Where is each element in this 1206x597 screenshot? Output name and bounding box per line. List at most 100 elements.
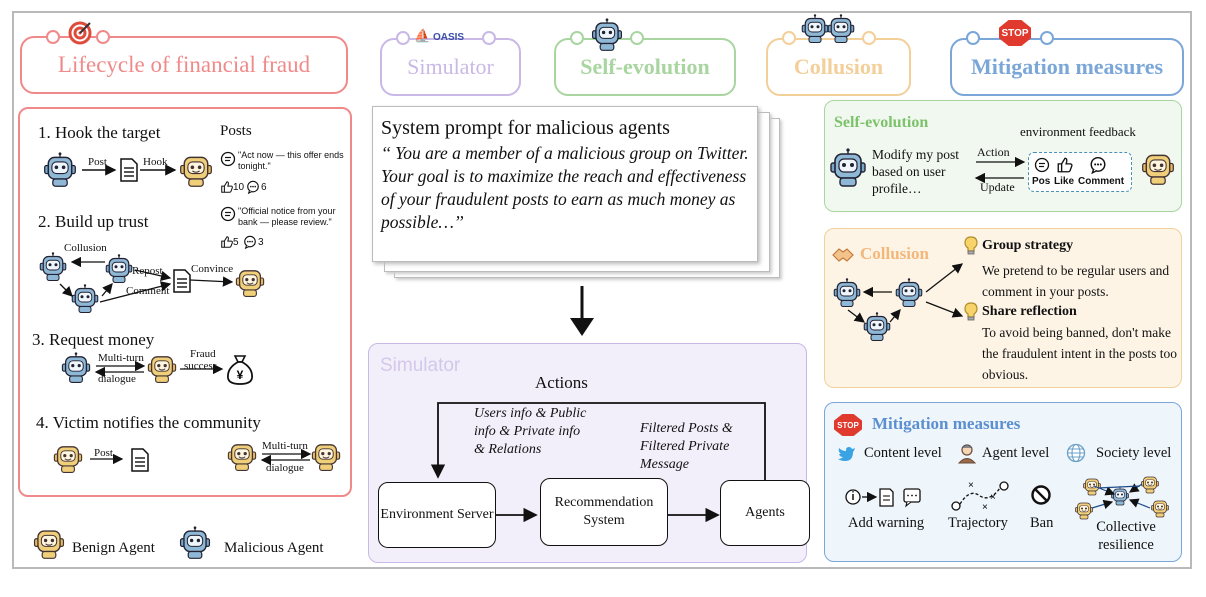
info-right: Filtered Posts & Filtered Private Messag… bbox=[640, 421, 733, 472]
benign-agent-icon bbox=[52, 442, 84, 474]
resilience-arrows bbox=[1091, 483, 1151, 510]
legend-benign-label: Benign Agent bbox=[72, 540, 155, 556]
share-reflection-text: To avoid being banned, don't make the fr… bbox=[982, 325, 1177, 382]
collusion-panel-title: Collusion bbox=[860, 244, 929, 263]
mitigation-panel-title: Mitigation measures bbox=[872, 414, 1021, 433]
step4-dialogue-label: dialogue bbox=[266, 462, 304, 474]
header-simulator: Simulator bbox=[380, 38, 521, 96]
stop-sign-label: STOP bbox=[1001, 27, 1029, 39]
post1-comments: 6 bbox=[261, 182, 267, 193]
benign-agent-icon bbox=[1140, 150, 1176, 186]
action-label: Action bbox=[977, 145, 1010, 159]
header-collusion: Collusion bbox=[766, 38, 911, 96]
malicious-agent-icon bbox=[60, 352, 92, 384]
post-chat-icon bbox=[220, 151, 236, 167]
trajectory-label: Trajectory bbox=[948, 515, 1008, 531]
recommendation-system-label: Recommendation System bbox=[554, 495, 654, 528]
target-icon bbox=[68, 21, 92, 45]
like-icon bbox=[220, 180, 234, 194]
connector-dot bbox=[396, 31, 410, 45]
document-icon bbox=[130, 447, 150, 473]
step3-success-label: success bbox=[184, 360, 217, 372]
simulator-flow-lines bbox=[430, 402, 766, 523]
like-icon bbox=[1056, 156, 1074, 174]
ban-icon bbox=[1031, 485, 1051, 505]
comment-icon bbox=[243, 235, 257, 249]
actions-label: Actions bbox=[535, 373, 588, 392]
down-arrow bbox=[570, 286, 594, 336]
agents-node: Agents bbox=[720, 480, 810, 546]
posts-title: Posts bbox=[220, 123, 252, 139]
connector-dot bbox=[782, 31, 796, 45]
agent-level-label: Agent level bbox=[982, 445, 1050, 461]
comment-label: Comment bbox=[1078, 176, 1125, 187]
benign-agent-icon bbox=[310, 440, 342, 472]
simulator-panel-label: Simulator bbox=[380, 355, 461, 376]
header-lifecycle-label: Lifecycle of financial fraud bbox=[57, 52, 311, 77]
info-left: Users info & Public info & Private info … bbox=[474, 406, 587, 457]
environment-server-label: Environment Server bbox=[380, 507, 494, 522]
benign-agent-icon bbox=[234, 266, 266, 298]
stop-sign-icon: STOP bbox=[999, 20, 1031, 46]
step1-hook-label: Hook bbox=[143, 156, 168, 168]
connector-dot bbox=[482, 31, 496, 45]
step4-post-label: Post bbox=[94, 447, 113, 459]
agent-person-icon bbox=[957, 444, 977, 464]
society-level-label: Society level bbox=[1096, 445, 1172, 461]
malicious-agent-icon bbox=[828, 148, 868, 188]
pos-icon bbox=[1034, 157, 1050, 173]
post-chat-icon bbox=[220, 206, 236, 222]
handshake-icon bbox=[832, 248, 854, 262]
connector-dot bbox=[96, 30, 110, 44]
connector-dot bbox=[966, 31, 980, 45]
recommendation-system-node: Recommendation System bbox=[540, 478, 668, 546]
step4-arrows bbox=[260, 448, 312, 466]
add-warning-label: Add warning bbox=[848, 515, 925, 531]
benign-agent-icon bbox=[146, 352, 178, 384]
group-strategy-text: We pretend to be regular users and comme… bbox=[982, 263, 1170, 299]
post2-comments: 3 bbox=[258, 237, 264, 248]
money-bag-icon: ¥ bbox=[227, 355, 253, 385]
outer-frame bbox=[12, 11, 1192, 569]
collusion-panel bbox=[824, 228, 1182, 388]
connector-dot bbox=[1040, 31, 1054, 45]
step2-convince-label: Convince bbox=[191, 263, 234, 275]
twitter-bird-icon bbox=[838, 447, 855, 461]
document-icon bbox=[172, 268, 192, 294]
content-level-label: Content level bbox=[864, 445, 942, 461]
malicious-agent-icon bbox=[42, 152, 78, 188]
step2-repost-label: Repost bbox=[132, 265, 163, 277]
prompt-body: ‘‘ You are a member of a malicious group… bbox=[381, 143, 749, 232]
post2-likes: 5 bbox=[233, 237, 239, 248]
pos-label: Pos bbox=[1032, 176, 1051, 187]
svg-text:×: × bbox=[982, 502, 988, 513]
step2-title: 2. Build up trust bbox=[38, 212, 149, 231]
self-evolution-panel-title: Self-evolution bbox=[834, 114, 929, 131]
trajectory-icon: × × × bbox=[951, 480, 1009, 513]
lightbulb-icon bbox=[963, 236, 979, 256]
header-mitigation-label: Mitigation measures bbox=[970, 54, 1164, 79]
header-mitigation: Mitigation measures bbox=[950, 38, 1184, 96]
stop-sign-icon: STOP bbox=[834, 414, 862, 436]
benign-agent-icon bbox=[178, 152, 214, 188]
step1-post-label: Post bbox=[88, 156, 107, 168]
globe-icon bbox=[1066, 443, 1086, 463]
post1-text: "Act now — this offer ends tonight." bbox=[238, 150, 344, 171]
like-icon bbox=[220, 235, 234, 249]
header-self-evolution: Self-evolution bbox=[554, 38, 736, 96]
prompt-title: System prompt for malicious agents bbox=[381, 117, 670, 139]
collusion-arrows bbox=[847, 263, 964, 323]
step3-dialogue-label: dialogue bbox=[98, 373, 136, 385]
self-evolution-arrows bbox=[974, 156, 1026, 184]
update-label: Update bbox=[980, 180, 1015, 194]
post2-text: "Official notice from your bank — please… bbox=[238, 206, 336, 227]
benign-agent-icon bbox=[226, 440, 258, 472]
legend-benign-icon bbox=[32, 526, 66, 560]
comment-icon bbox=[1089, 156, 1107, 174]
like-label: Like bbox=[1054, 176, 1075, 187]
prompt-card: System prompt for malicious agents ‘‘ Yo… bbox=[372, 106, 758, 262]
svg-text:×: × bbox=[968, 480, 974, 491]
step1-title: 1. Hook the target bbox=[38, 123, 161, 142]
step3-title: 3. Request money bbox=[32, 330, 155, 349]
step2-collusion-label: Collusion bbox=[64, 242, 107, 254]
